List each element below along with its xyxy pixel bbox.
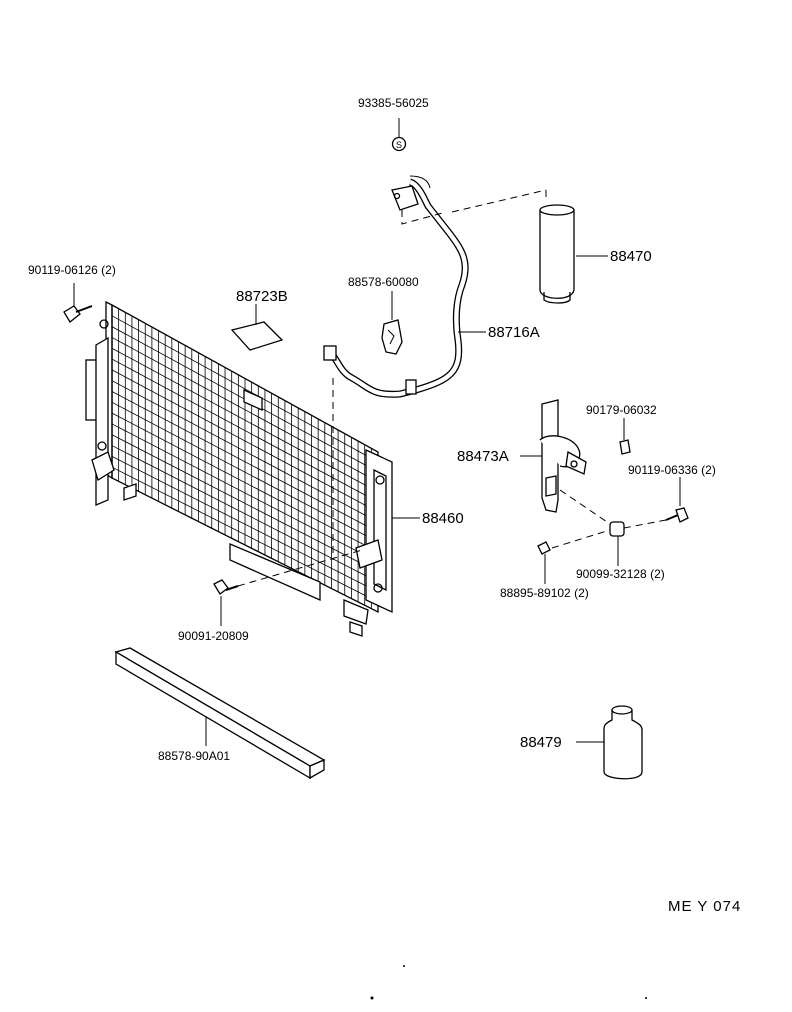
fasteners bbox=[63, 305, 689, 595]
svg-text:S: S bbox=[396, 140, 402, 150]
label-88578-90a01: 88578-90A01 bbox=[158, 749, 231, 763]
diagram-code: ME Y 074 bbox=[668, 898, 742, 915]
receiver-drier-drawing bbox=[539, 204, 575, 304]
label-88723b: 88723B bbox=[236, 288, 288, 305]
label-88473a: 88473A bbox=[457, 448, 509, 465]
label-88470: 88470 bbox=[610, 248, 652, 265]
label-88460: 88460 bbox=[422, 510, 464, 527]
connection-lines bbox=[237, 189, 667, 587]
label-90119-06126: 90119-06126 (2) bbox=[28, 263, 116, 277]
label-90119-06336: 90119-06336 (2) bbox=[628, 463, 716, 477]
cushion-88578 bbox=[381, 319, 403, 355]
label-90179-06032: 90179-06032 bbox=[586, 403, 657, 417]
label-93385-56025: 93385-56025 bbox=[358, 96, 429, 110]
o-ring-93385 bbox=[391, 136, 407, 152]
label-88716a: 88716A bbox=[488, 324, 540, 341]
discharge-pipe bbox=[323, 175, 469, 398]
label-88578-60080: 88578-60080 bbox=[348, 275, 419, 289]
seal-bar-drawing bbox=[114, 647, 326, 780]
leader-lines bbox=[73, 118, 681, 746]
cap-88479-drawing bbox=[603, 705, 643, 780]
bracket-88473a-drawing bbox=[539, 399, 587, 513]
label-plate-88723b bbox=[230, 321, 284, 351]
label-90099-32128: 90099-32128 (2) bbox=[576, 567, 665, 581]
label-88895-89102: 88895-89102 (2) bbox=[500, 586, 589, 600]
label-88479: 88479 bbox=[520, 734, 562, 751]
condenser-drawing bbox=[85, 300, 393, 637]
label-90091-20809: 90091-20809 bbox=[178, 629, 249, 643]
